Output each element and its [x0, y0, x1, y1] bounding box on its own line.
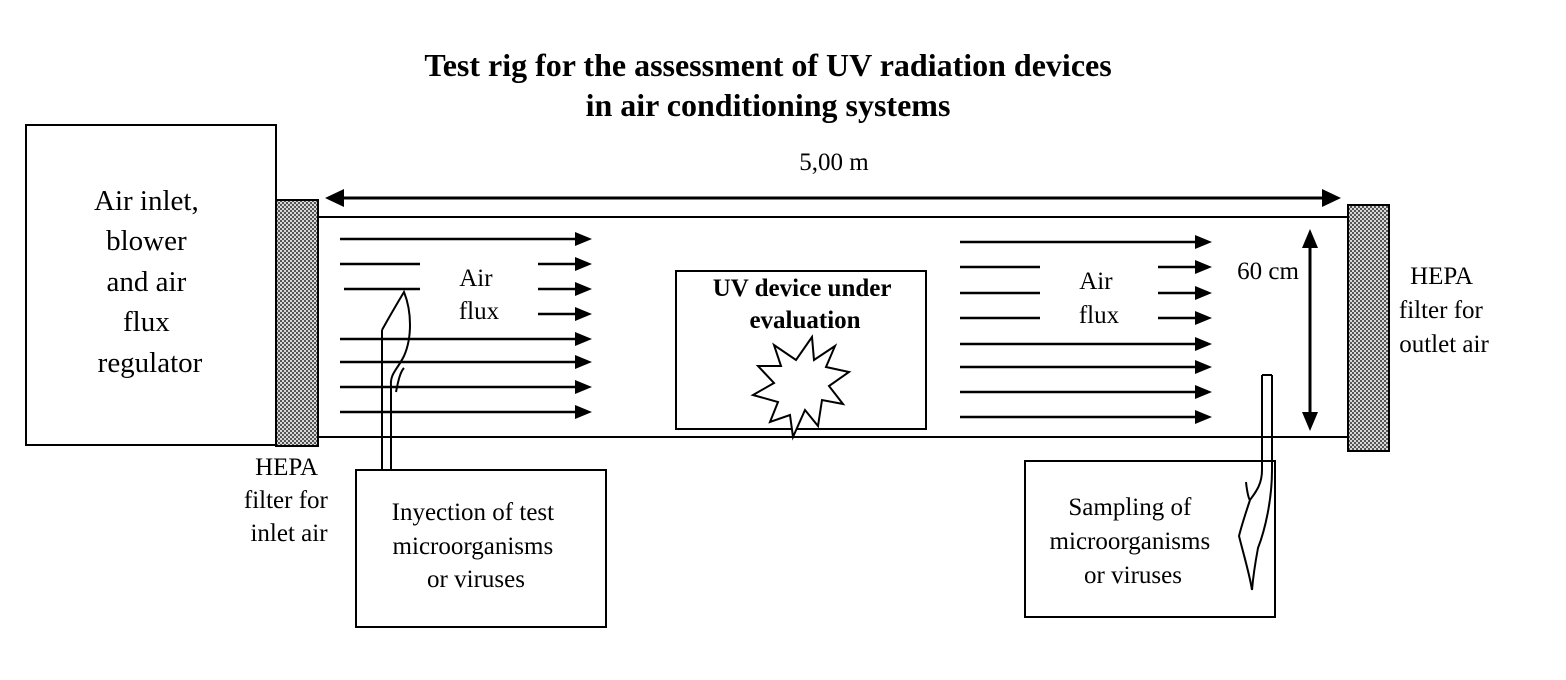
air-flux-label-right: Air flux	[1079, 268, 1120, 329]
injection-tube	[381, 289, 411, 471]
height-dimension-arrow	[1302, 229, 1318, 431]
height-dimension-label: 60 cm	[1237, 258, 1299, 285]
hepa-outlet-label: HEPA filter for outlet air	[1399, 263, 1490, 358]
injection-box	[355, 469, 607, 628]
sampling-box	[1024, 460, 1276, 618]
air-inlet-box	[25, 124, 277, 446]
hepa-inlet-filter	[275, 199, 319, 447]
hepa-outlet-filter	[1347, 204, 1390, 452]
uv-radiation-burst-icon	[750, 334, 852, 441]
sampling-label: Sampling of microorganisms or viruses	[1050, 494, 1217, 589]
air-flux-label-left: Air flux	[459, 265, 500, 325]
air-inlet-label: Air inlet, blower and air flux regulator	[94, 185, 206, 379]
length-dimension-arrow	[325, 189, 1341, 207]
hepa-inlet-label: HEPA filter for inlet air	[244, 454, 334, 547]
diagram-title-line-2: in air conditioning systems	[586, 87, 951, 123]
air-flux-arrows-left	[340, 232, 592, 419]
uv-device-label: UV device under evaluation	[713, 275, 898, 334]
sampling-tube	[1237, 374, 1273, 591]
air-flux-arrows-right	[960, 235, 1212, 424]
length-dimension-label: 5,00 m	[799, 149, 869, 176]
injection-label: Inyection of test microorganisms or viru…	[392, 499, 561, 593]
diagram-title-line-1: Test rig for the assessment of UV radiat…	[424, 47, 1111, 83]
